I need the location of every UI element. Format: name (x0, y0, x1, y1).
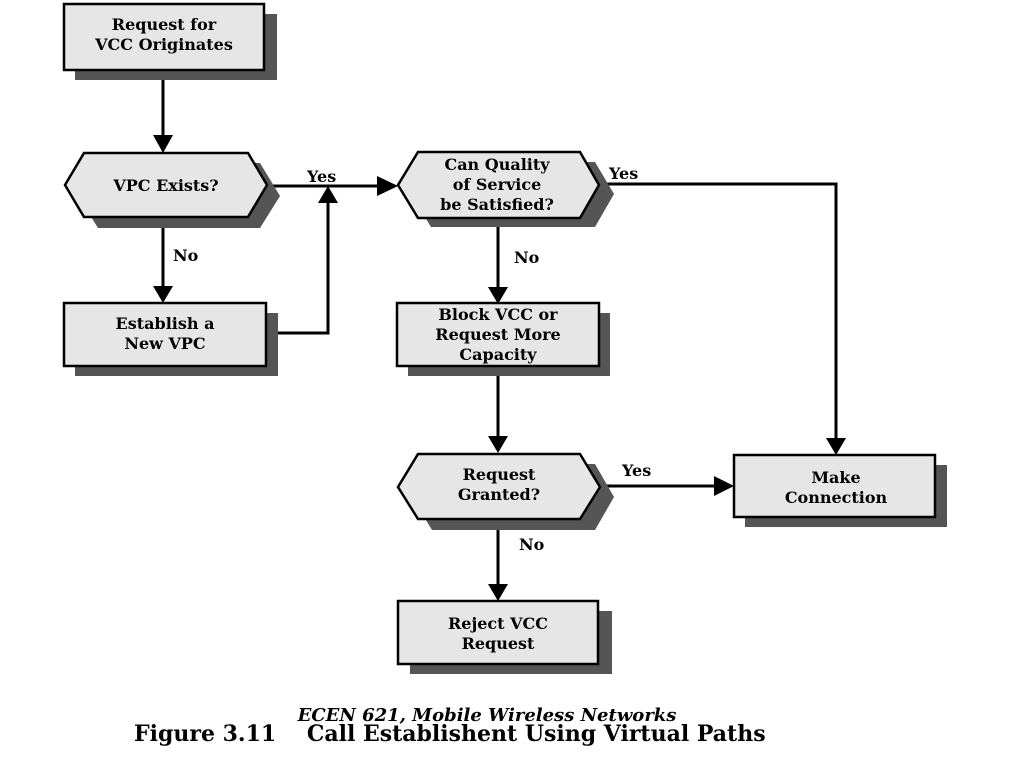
node-text: Reject VCC (448, 614, 548, 633)
node-text: Capacity (459, 345, 537, 364)
node-text: Connection (785, 488, 888, 507)
node-text: Establish a (116, 314, 215, 333)
node-text: Request for (112, 15, 217, 34)
node-request-granted-decision: Request Granted? (396, 452, 614, 530)
edge-label-yes: Yes (306, 167, 336, 186)
box (62, 301, 268, 368)
arrowhead (153, 286, 173, 303)
arrowhead (488, 287, 508, 304)
hexagon (63, 151, 269, 219)
node-make-connection: Make Connection (732, 453, 947, 527)
node-establish-new-vpc: Establish a New VPC (62, 301, 278, 376)
edge-establish-to-merge (266, 200, 330, 335)
box (732, 453, 937, 519)
node-text: Make (811, 468, 860, 487)
arrowhead (377, 176, 398, 196)
node-text: New VPC (124, 334, 205, 353)
arrowhead (826, 438, 846, 455)
node-text: VPC Exists? (112, 176, 218, 195)
node-text: of Service (453, 175, 542, 194)
node-vpc-exists-decision: VPC Exists? (63, 151, 280, 228)
node-request-originates: Request for VCC Originates (62, 2, 277, 80)
edge-label-no: No (173, 246, 199, 265)
edge-label-yes: Yes (621, 461, 651, 480)
edge-label-no: No (514, 248, 540, 267)
node-qos-decision: Can Quality of Service be Satisfied? (396, 150, 614, 227)
box (62, 2, 266, 72)
node-text: Request (462, 634, 535, 653)
node-text: Can Quality (444, 155, 550, 174)
node-text: Granted? (458, 485, 540, 504)
figure-caption: Figure 3.11 Call Establishent Using Virt… (134, 721, 766, 747)
node-text: VCC Originates (94, 35, 233, 54)
edge-label-yes: Yes (608, 164, 638, 183)
hexagon (396, 150, 601, 220)
flowchart: Request for VCC Originates VPC Exists? E… (62, 2, 947, 674)
arrowhead (488, 584, 508, 601)
connectors (153, 70, 846, 601)
node-reject-vcc: Reject VCC Request (396, 599, 612, 674)
arrowhead (153, 135, 173, 153)
node-block-vcc: Block VCC or Request More Capacity (395, 301, 610, 376)
node-text: be Satisfied? (440, 195, 554, 214)
box (395, 301, 601, 368)
node-text: Block VCC or (438, 305, 558, 324)
course-label: ECEN 621, Mobile Wireless Networks (297, 705, 677, 726)
arrowhead (714, 476, 734, 496)
hexagon (396, 452, 602, 521)
node-text: Request More (435, 325, 560, 344)
arrowhead (318, 186, 338, 203)
edge-qos-to-make (598, 182, 838, 440)
box (396, 599, 600, 666)
node-text: Request (463, 465, 536, 484)
arrowhead (488, 436, 508, 453)
edge-label-no: No (519, 535, 545, 554)
